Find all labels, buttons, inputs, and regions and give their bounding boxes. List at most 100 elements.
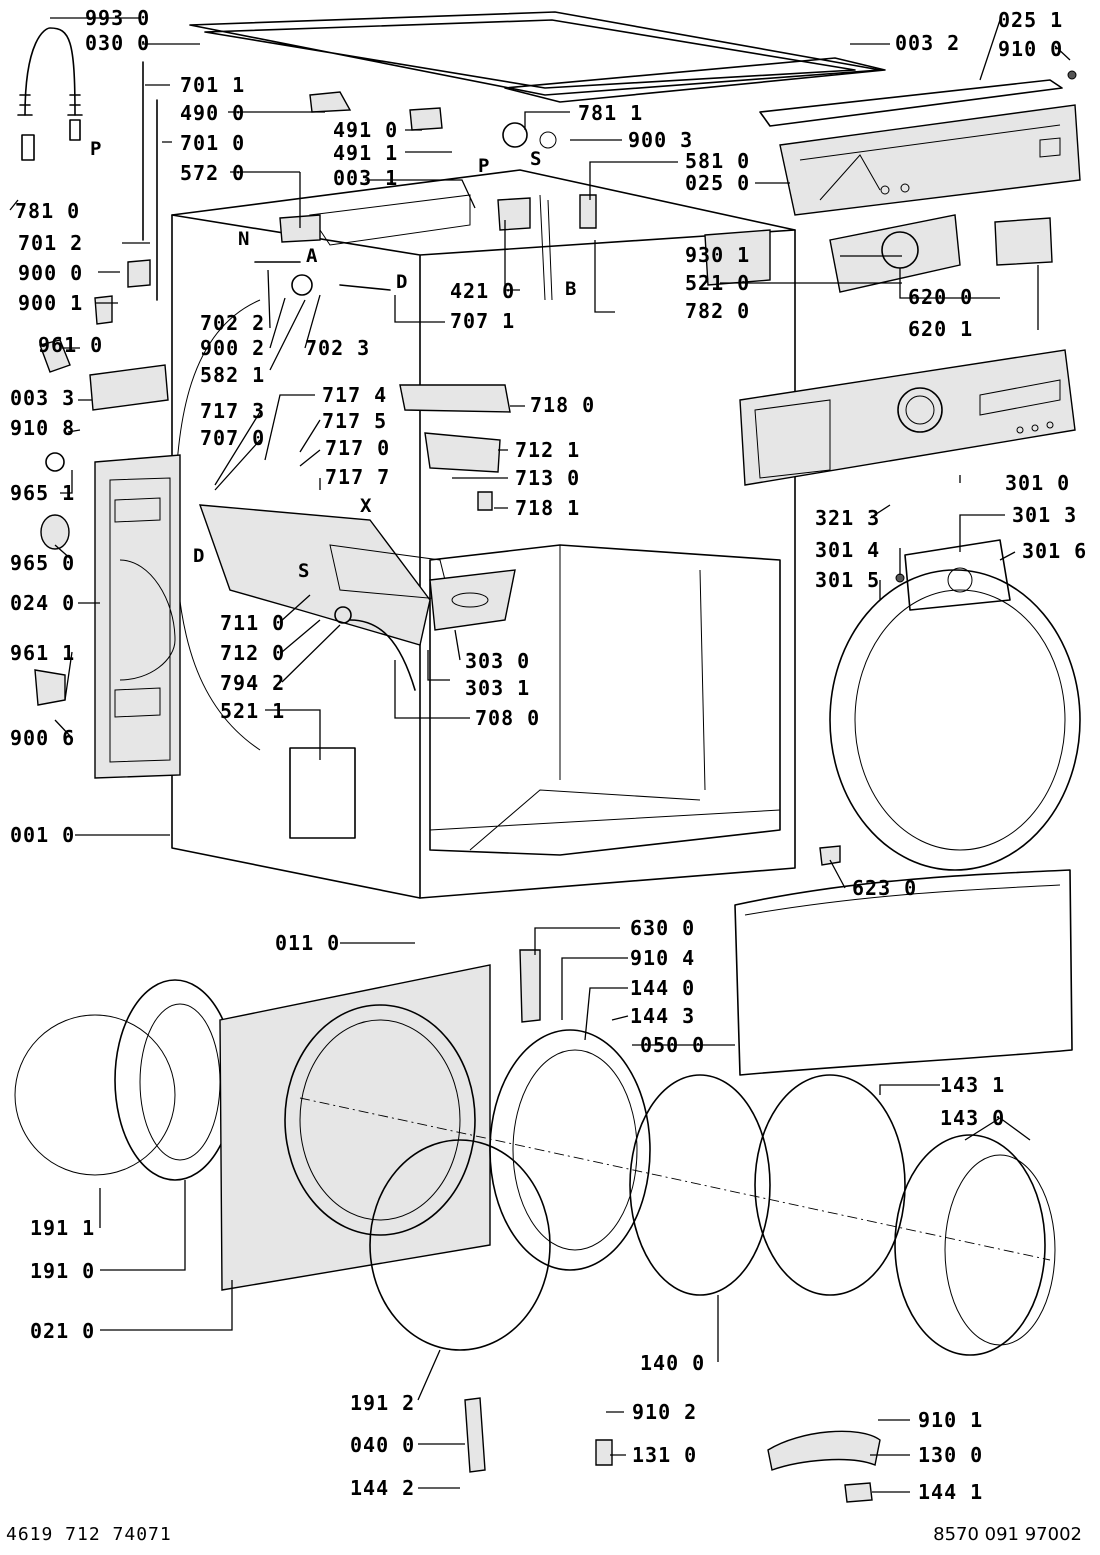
part-label-303-1: 303 1 xyxy=(465,676,530,700)
part-label-713-0: 713 0 xyxy=(515,466,580,490)
part-label-910-2: 910 2 xyxy=(632,1400,697,1424)
side-bracket xyxy=(89,364,169,411)
part-label-191-0: 191 0 xyxy=(30,1259,95,1283)
part-label-910-4: 910 4 xyxy=(630,946,695,970)
top-rail xyxy=(504,57,886,103)
drawing-number: 4619 712 74071 xyxy=(6,1524,172,1545)
part-label-702-2: 702 2 xyxy=(200,311,265,335)
part-label-701-1: 701 1 xyxy=(180,73,245,97)
part-label-301-5: 301 5 xyxy=(815,568,880,592)
part-label-582-1: 582 1 xyxy=(200,363,265,387)
part-label-143-0: 143 0 xyxy=(940,1106,1005,1130)
part-label-900-6: 900 6 xyxy=(10,726,75,750)
part-label-024-0: 024 0 xyxy=(10,591,75,615)
part-label-581-0: 581 0 xyxy=(685,149,750,173)
part-label-131-0: 131 0 xyxy=(632,1443,697,1467)
part-label-321-3: 321 3 xyxy=(815,506,880,530)
door-outer-frame xyxy=(894,1134,1046,1356)
part-label-620-1: 620 1 xyxy=(908,317,973,341)
part-label-712-1: 712 1 xyxy=(515,438,580,462)
part-label-900-2: 900 2 xyxy=(200,336,265,360)
part-label-712-0: 712 0 xyxy=(220,641,285,665)
connection-marker-N: N xyxy=(238,228,249,250)
part-label-050-0: 050 0 xyxy=(640,1033,705,1057)
reference-number: 8570 091 97002 xyxy=(933,1524,1082,1545)
control-bracket xyxy=(779,104,1081,216)
part-label-701-0: 701 0 xyxy=(180,131,245,155)
part-label-144-0: 144 0 xyxy=(630,976,695,1000)
connection-marker-S: S xyxy=(530,148,541,170)
part-label-144-2: 144 2 xyxy=(350,1476,415,1500)
dispenser-drawer xyxy=(429,569,516,631)
kick-panel xyxy=(734,869,1073,1076)
part-label-900-0: 900 0 xyxy=(18,261,83,285)
part-label-130-0: 130 0 xyxy=(918,1443,983,1467)
part-label-910-1: 910 1 xyxy=(918,1408,983,1432)
part-label-143-1: 143 1 xyxy=(940,1073,1005,1097)
connection-marker-A: A xyxy=(306,245,318,267)
part-label-707-0: 707 0 xyxy=(200,426,265,450)
front-panel xyxy=(219,964,491,1291)
part-label-301-4: 301 4 xyxy=(815,538,880,562)
connection-marker-B: B xyxy=(565,278,576,300)
part-label-711-0: 711 0 xyxy=(220,611,285,635)
parts-artwork xyxy=(14,11,1081,1503)
part-label-702-3: 702 3 xyxy=(305,336,370,360)
door-glass xyxy=(754,1074,906,1296)
part-label-630-0: 630 0 xyxy=(630,916,695,940)
part-label-301-6: 301 6 xyxy=(1022,539,1087,563)
connection-marker-X: X xyxy=(360,495,372,517)
part-label-965-1: 965 1 xyxy=(10,481,75,505)
part-label-025-1: 025 1 xyxy=(998,8,1063,32)
part-label-910-0: 910 0 xyxy=(998,37,1063,61)
part-label-421-0: 421 0 xyxy=(450,279,515,303)
door-hinge-ring xyxy=(489,1029,651,1271)
part-label-490-0: 490 0 xyxy=(180,101,245,125)
connection-marker-P: P xyxy=(478,155,489,177)
electronic-module xyxy=(829,214,961,293)
part-label-718-0: 718 0 xyxy=(530,393,595,417)
part-label-144-3: 144 3 xyxy=(630,1004,695,1028)
leader-lines xyxy=(9,17,1071,1493)
door-frame-191-0 xyxy=(114,979,236,1181)
part-label-930-1: 930 1 xyxy=(685,243,750,267)
part-label-191-1: 191 1 xyxy=(30,1216,95,1240)
part-label-021-0: 021 0 xyxy=(30,1319,95,1343)
door-seal-ring xyxy=(369,1139,551,1351)
electronic-module-2 xyxy=(994,217,1053,266)
part-label-191-2: 191 2 xyxy=(350,1391,415,1415)
part-label-003-3: 003 3 xyxy=(10,386,75,410)
dispenser-hose xyxy=(349,619,416,691)
part-label-781-1: 781 1 xyxy=(578,101,643,125)
connection-marker-D: D xyxy=(396,271,407,293)
control-panel xyxy=(739,349,1076,486)
inlet-hose xyxy=(24,27,76,116)
control-rail xyxy=(759,79,1063,127)
part-label-491-0: 491 0 xyxy=(333,118,398,142)
part-label-623-0: 623 0 xyxy=(852,876,917,900)
part-label-961-0: 961 0 xyxy=(38,333,103,357)
part-label-717-7: 717 7 xyxy=(325,465,390,489)
side-panel xyxy=(94,454,181,779)
part-label-144-1: 144 1 xyxy=(918,1480,983,1504)
part-label-011-0: 011 0 xyxy=(275,931,340,955)
part-label-794-2: 794 2 xyxy=(220,671,285,695)
connection-marker-P: P xyxy=(90,138,101,160)
part-label-001-0: 001 0 xyxy=(10,823,75,847)
part-label-910-8: 910 8 xyxy=(10,416,75,440)
part-label-718-1: 718 1 xyxy=(515,496,580,520)
part-label-708-0: 708 0 xyxy=(475,706,540,730)
part-label-900-3: 900 3 xyxy=(628,128,693,152)
dispenser-housing xyxy=(198,504,431,646)
front-ring xyxy=(829,569,1081,871)
part-label-025-0: 025 0 xyxy=(685,171,750,195)
part-label-717-0: 717 0 xyxy=(325,436,390,460)
part-label-965-0: 965 0 xyxy=(10,551,75,575)
connection-marker-D: D xyxy=(193,545,204,567)
part-label-303-0: 303 0 xyxy=(465,649,530,673)
top-cover xyxy=(189,11,881,96)
part-label-781-0: 781 0 xyxy=(15,199,80,223)
part-label-301-0: 301 0 xyxy=(1005,471,1070,495)
